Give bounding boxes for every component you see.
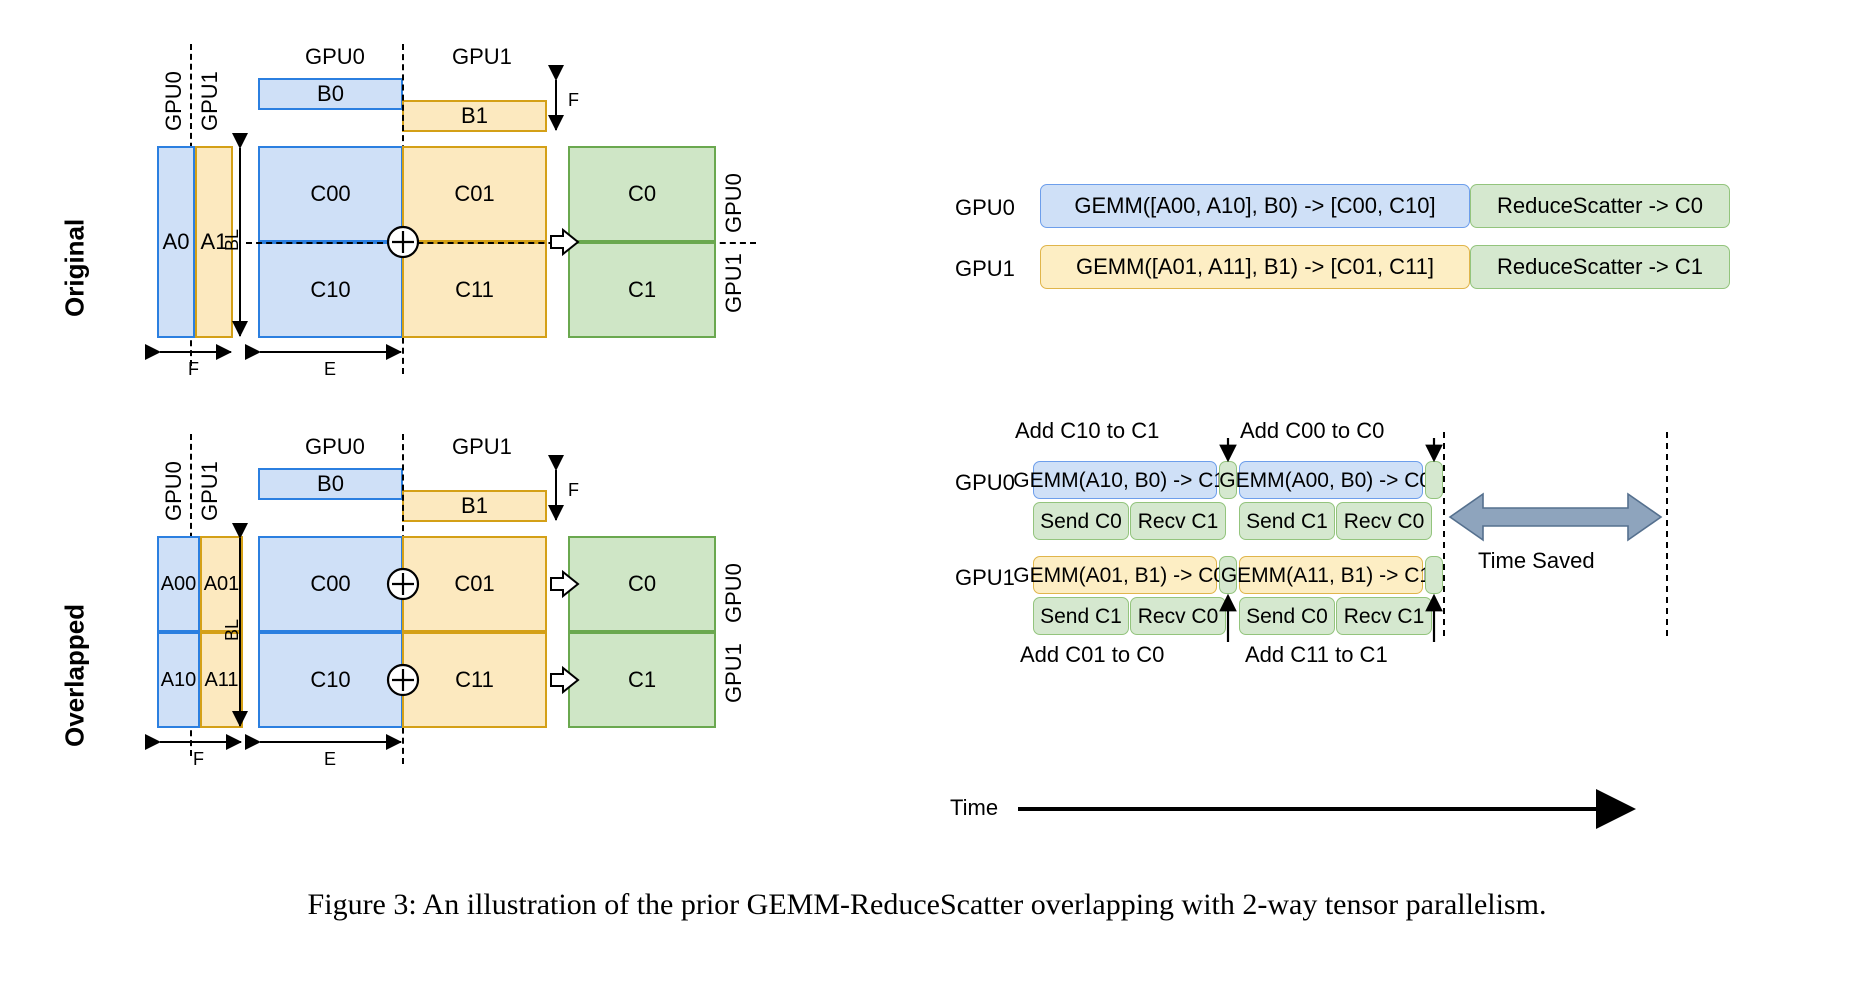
c-col-header-gpu1-ov: GPU1: [452, 434, 512, 459]
overlap-bar-gemm-gpu0-2[interactable]: GEMM(A00, B0) -> C00: [1219, 461, 1443, 499]
b-block-b0-ov: B0: [258, 468, 403, 500]
overlap-bar-comm-gpu0-3[interactable]: Send C1: [1239, 502, 1335, 540]
b-block-b0: B0: [258, 78, 403, 110]
timeline-bar-gemm-gpu0[interactable]: GEMM([A00, A10], B0) -> [C00, C10]: [1040, 184, 1470, 228]
annotation-add-c11-to-c1: Add C11 to C1: [1245, 642, 1388, 667]
timeline-bar-gemm-gpu1[interactable]: GEMM([A01, A11], B1) -> [C01, C11]: [1040, 245, 1470, 289]
out-row-header-gpu1: GPU1: [721, 253, 746, 313]
a-block-a0: A0: [157, 146, 195, 338]
out-row-header-gpu1-ov: GPU1: [721, 643, 746, 703]
dim-label-f-b-ov: F: [568, 480, 579, 500]
dim-label-f-a-ov: F: [193, 749, 204, 769]
overlap-bar-gemm-gpu1-2[interactable]: GEMM(A11, B1) -> C11: [1221, 556, 1441, 594]
a-col-header-gpu0: GPU0: [161, 71, 186, 131]
overlap-bar-comm-gpu0-2[interactable]: Recv C1: [1130, 502, 1226, 540]
timeline-original: GPU0 GEMM([A00, A10], B0) -> [C00, C10] …: [940, 170, 1730, 310]
annotation-add-c01-to-c0: Add C01 to C0: [1020, 642, 1165, 667]
c-col-header-gpu1: GPU1: [452, 44, 512, 69]
a-block-a10: A10: [157, 632, 200, 728]
c-col-header-gpu0-ov: GPU0: [305, 434, 365, 459]
c-block-c11: C11: [402, 242, 547, 338]
matrix-diagram-original: GPU0 GPU1 A0 A1 GPU0 GPU1 B0 B1 C00 C01 …: [0, 0, 780, 400]
a-block-a1: A1: [195, 146, 233, 338]
a-col-header-gpu0-ov: GPU0: [161, 461, 186, 521]
dim-label-e-ov: E: [324, 749, 337, 769]
out-block-c0: C0: [568, 146, 716, 242]
c-block-c10-ov: C10: [258, 632, 403, 728]
overlap-bar-gemm-gpu0-1[interactable]: GEMM(A10, B0) -> C10: [1013, 461, 1237, 499]
b-block-b1: B1: [402, 100, 547, 132]
out-block-c1: C1: [568, 242, 716, 338]
c-block-c01-ov: C01: [402, 536, 547, 632]
overlap-add-marker-gpu1-2[interactable]: [1425, 556, 1443, 594]
overlap-bar-comm-gpu0-1[interactable]: Send C0: [1033, 502, 1129, 540]
c-block-c00: C00: [258, 146, 403, 242]
b-block-b1-ov: B1: [402, 490, 547, 522]
overlap-lane-label-gpu0: GPU0: [955, 470, 1015, 495]
annotation-add-c10-to-c1: Add C10 to C1: [1015, 418, 1160, 443]
timeline-overlapped: Add C10 to C1 Add C00 to C0 Add C01 to C…: [940, 410, 1740, 740]
timeline-bar-reducescatter-gpu0[interactable]: ReduceScatter -> C0: [1470, 184, 1730, 228]
c-block-c10: C10: [258, 242, 403, 338]
time-saved-label: Time Saved: [1478, 548, 1595, 573]
a-block-a00: A00: [157, 536, 200, 632]
dim-label-e: E: [324, 359, 337, 379]
figure-caption: Figure 3: An illustration of the prior G…: [307, 888, 1547, 921]
c-block-c00-ov: C00: [258, 536, 403, 632]
c-block-c11-ov: C11: [402, 632, 547, 728]
overlap-bar-gemm-gpu1-1[interactable]: GEMM(A01, B1) -> C01: [1013, 556, 1237, 594]
time-axis: Time: [940, 775, 1740, 835]
timeline-bar-reducescatter-gpu1[interactable]: ReduceScatter -> C1: [1470, 245, 1730, 289]
out-row-header-gpu0: GPU0: [721, 173, 746, 233]
c-col-header-gpu0: GPU0: [305, 44, 365, 69]
overlap-bar-comm-gpu1-3[interactable]: Send C0: [1239, 597, 1335, 635]
dim-label-bl-ov: BL: [222, 618, 242, 642]
time-axis-label: Time: [950, 795, 999, 820]
dim-label-f-a: F: [188, 359, 199, 379]
timeline-lane-label-gpu0: GPU0: [955, 195, 1015, 220]
dim-label-f-b: F: [568, 90, 579, 110]
overlap-bar-comm-gpu1-2[interactable]: Recv C0: [1130, 597, 1226, 635]
a-col-header-gpu1: GPU1: [197, 71, 222, 131]
overlap-add-marker-gpu0-2[interactable]: [1425, 461, 1443, 499]
c-block-c01: C01: [402, 146, 547, 242]
time-axis-arrow: [1018, 789, 1636, 829]
overlap-bar-comm-gpu0-4[interactable]: Recv C0: [1336, 502, 1432, 540]
overlap-add-marker-gpu1-1[interactable]: [1219, 556, 1237, 594]
overlap-lane-label-gpu1: GPU1: [955, 565, 1015, 590]
out-block-c1-ov: C1: [568, 632, 716, 728]
timeline-lane-label-gpu1: GPU1: [955, 256, 1015, 281]
a-col-header-gpu1-ov: GPU1: [197, 461, 222, 521]
out-block-c0-ov: C0: [568, 536, 716, 632]
matrix-diagram-overlapped: GPU0 GPU1 A00 A01 A10 A11 GPU0 GPU1 B0 B…: [0, 390, 780, 790]
dim-label-bl: BL: [222, 228, 242, 252]
overlap-bar-comm-gpu1-1[interactable]: Send C1: [1033, 597, 1129, 635]
reduce-dashed-line: [246, 242, 756, 244]
overlap-bar-comm-gpu1-4[interactable]: Recv C1: [1336, 597, 1432, 635]
out-row-header-gpu0-ov: GPU0: [721, 563, 746, 623]
annotation-add-c00-to-c0: Add C00 to C0: [1240, 418, 1385, 443]
